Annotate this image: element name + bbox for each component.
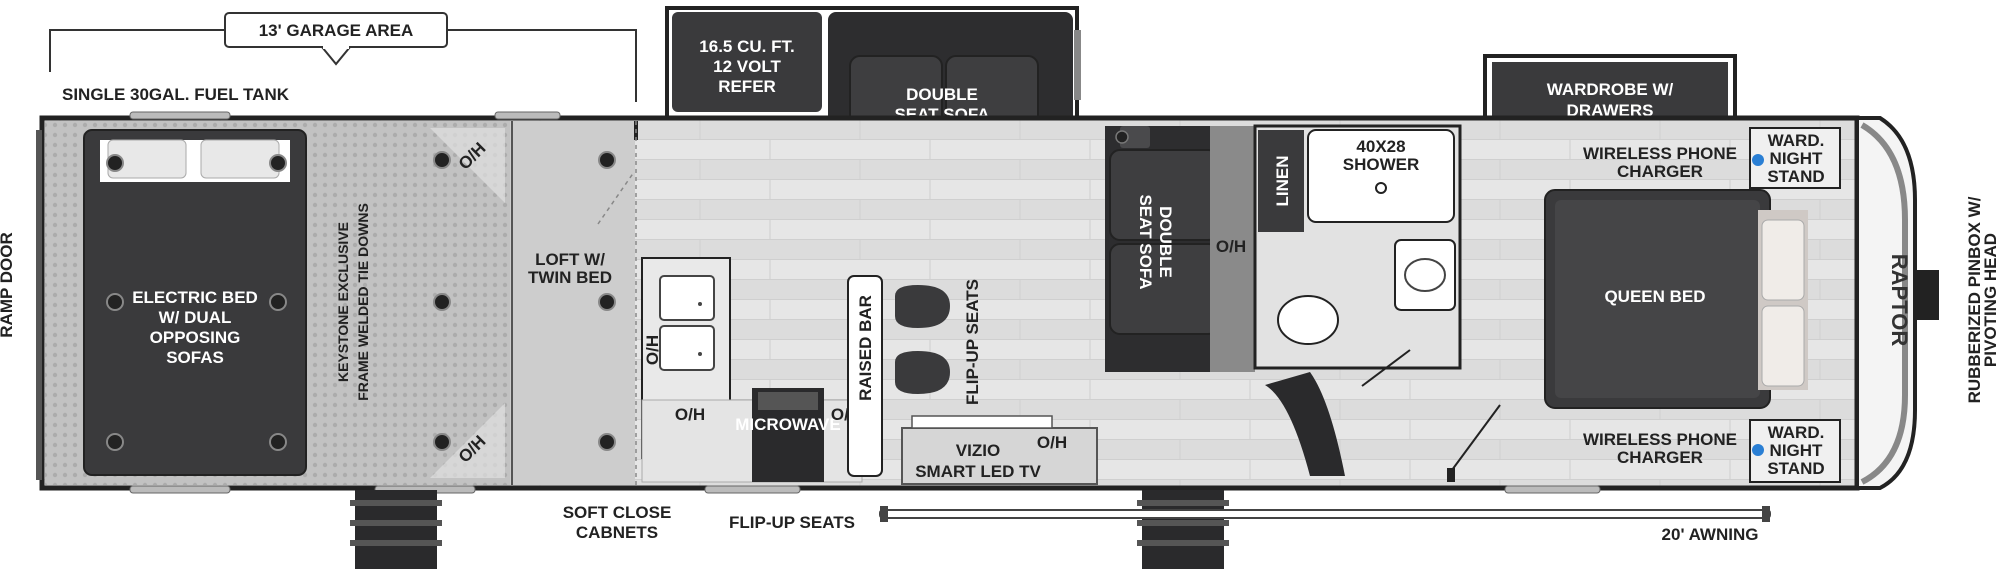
flip-up-seats-bottom-label: FLIP-UP SEATS <box>729 513 855 532</box>
tie-downs-label-1: KEYSTONE EXCLUSIVE <box>335 222 351 382</box>
tie-down-icon <box>433 433 451 451</box>
tie-down-icon <box>106 154 124 172</box>
sink-icon <box>659 275 715 321</box>
charger-icon <box>1752 154 1764 166</box>
tie-downs-label-2: FRAME WELDED TIE DOWNS <box>355 203 371 401</box>
queen-bed-label: QUEEN BED <box>1604 287 1705 306</box>
bedroom: QUEEN BED WARD. NIGHT STAND WIRELESS PHO… <box>1447 127 1841 483</box>
nightstand-bottom-label-1: WARD. <box>1768 423 1825 442</box>
nightstand-bottom-label-3: STAND <box>1767 459 1824 478</box>
electric-bed: ELECTRIC BED W/ DUAL OPPOSING SOFAS <box>83 129 307 476</box>
flip-seat-icon <box>895 351 950 394</box>
kitchen: O/H O/H MICROWAVE O/H <box>641 257 863 483</box>
garage-oh-bottom <box>430 403 505 478</box>
front-cap: RAPTOR <box>1855 116 1939 490</box>
shower-label-2: SHOWER <box>1343 155 1420 174</box>
wheels <box>350 490 1229 569</box>
charger-top-label-2: CHARGER <box>1617 162 1703 181</box>
tie-down-icon <box>433 293 451 311</box>
counter-oh-label: O/H <box>675 405 705 424</box>
bath-door <box>1265 372 1345 476</box>
flip-seat-icon <box>895 285 950 328</box>
tv-cabinet: VIZIO SMART LED TV O/H <box>901 415 1098 485</box>
soft-close-label-2: CABNETS <box>576 523 658 542</box>
fuel-tank-label: SINGLE 30GAL. FUEL TANK <box>62 85 290 104</box>
tv-oh-label: O/H <box>1037 433 1067 452</box>
tv-label-2: SMART LED TV <box>915 462 1041 481</box>
awning-label: 20' AWNING <box>1662 525 1759 544</box>
tv-label-1: VIZIO <box>956 441 1000 460</box>
soft-close-label-1: SOFT CLOSE <box>563 503 672 522</box>
pinbox-label-1: RUBBERIZED PINBOX W/ <box>1965 196 1984 403</box>
electric-bed-label-2: W/ DUAL <box>159 308 232 327</box>
kitchen-oh-label: O/H <box>643 335 662 365</box>
linen-closet <box>1258 130 1304 232</box>
flip-up-seats-label: FLIP-UP SEATS <box>963 279 982 405</box>
tie-down-icon <box>433 151 451 169</box>
charger-bottom-label-2: CHARGER <box>1617 448 1703 467</box>
nightstand-top-label-3: STAND <box>1767 167 1824 186</box>
refer-label-2: 12 VOLT <box>713 57 781 76</box>
tie-down-icon <box>598 293 616 311</box>
loft-divider <box>597 171 635 225</box>
night-stand-bottom <box>1749 419 1841 483</box>
garage-oh-top <box>430 128 505 203</box>
electric-bed-label-1: ELECTRIC BED <box>132 288 258 307</box>
electric-bed-label-4: SOFAS <box>166 348 224 367</box>
microwave-label: MICROWAVE <box>735 415 840 434</box>
raised-bar-label: RAISED BAR <box>856 295 875 401</box>
nightstand-bottom-label-2: NIGHT <box>1770 441 1824 460</box>
refer-label-1: 16.5 CU. FT. <box>699 37 794 56</box>
tie-down-icon <box>269 154 287 172</box>
wardrobe-label-1: WARDROBE W/ <box>1547 80 1674 99</box>
side-sofa-label-1: DOUBLE <box>1156 206 1175 278</box>
ramp-door-label: RAMP DOOR <box>0 232 16 337</box>
electric-bed-label-3: OPPOSING <box>150 328 241 347</box>
nightstand-top-label-2: NIGHT <box>1770 149 1824 168</box>
raptor-logo: RAPTOR <box>1887 254 1912 347</box>
tie-downs <box>106 151 616 451</box>
side-sofa-oh-label: O/H <box>1216 237 1246 256</box>
refer-label-3: REFER <box>718 77 776 96</box>
charger-bottom-label-1: WIRELESS PHONE <box>1583 430 1737 449</box>
loft-label-1: LOFT W/ <box>535 250 605 269</box>
tie-down-icon <box>106 433 124 451</box>
garage-area-label: 13' GARAGE AREA <box>259 21 414 40</box>
wardrobe-label-2: DRAWERS <box>1567 101 1654 120</box>
tie-down-icon <box>598 151 616 169</box>
raised-bar: RAISED BAR FLIP-UP SEATS <box>847 275 982 477</box>
tie-down-icon <box>106 293 124 311</box>
tie-down-icon <box>269 433 287 451</box>
side-sofa: DOUBLE SEAT SOFA O/H <box>1105 126 1255 372</box>
tie-down-icon <box>269 293 287 311</box>
charger-top-label-1: WIRELESS PHONE <box>1583 144 1737 163</box>
nightstand-top-label-1: WARD. <box>1768 131 1825 150</box>
garage-bracket: 13' GARAGE AREA <box>49 12 637 102</box>
tie-down-icon <box>598 433 616 451</box>
top-sofa-label-1: DOUBLE <box>906 85 978 104</box>
sink-icon <box>659 325 715 371</box>
side-sofa-label-2: SEAT SOFA <box>1136 194 1155 289</box>
shower-icon <box>1307 129 1455 223</box>
night-stand-top <box>1749 127 1841 189</box>
loft-label-2: TWIN BED <box>528 268 612 287</box>
linen-label: LINEN <box>1273 156 1292 207</box>
toilet-icon <box>1277 295 1339 345</box>
bathroom: LINEN 40X28 SHOWER <box>1253 124 1462 476</box>
awning <box>879 506 1771 522</box>
shower-label-1: 40X28 <box>1356 137 1405 156</box>
pinbox-label-2: PIVOTING HEAD <box>1981 233 2000 367</box>
charger-icon <box>1752 444 1764 456</box>
